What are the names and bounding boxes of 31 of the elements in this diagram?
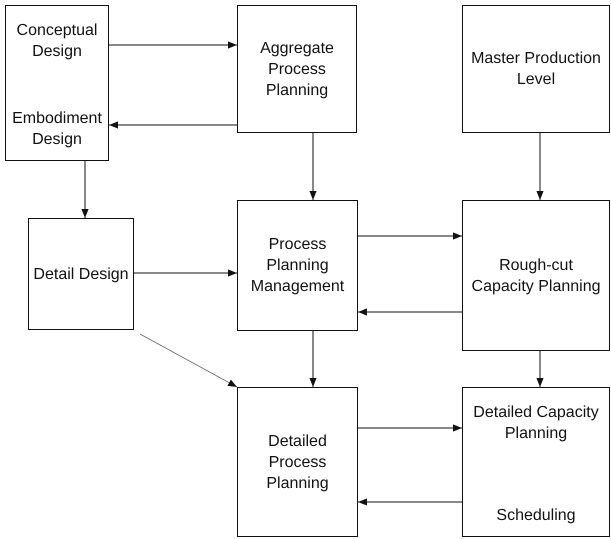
- arrow: [108, 121, 238, 129]
- arrow: [81, 160, 89, 218]
- arrow: [309, 330, 317, 388]
- arrow: [536, 132, 544, 200]
- box-label: Master Production Level: [470, 49, 602, 90]
- arrow: [358, 232, 462, 240]
- process-box: [237, 200, 358, 331]
- arrow: [358, 498, 462, 506]
- arrow: [358, 308, 462, 316]
- box-label: Conceptual Design: [16, 21, 98, 62]
- box-label: Rough-cut Capacity Planning: [470, 256, 602, 296]
- process-box: [462, 200, 610, 351]
- box-label: Detail Design: [33, 264, 129, 284]
- box-label: Detailed Capacity Planning: [472, 403, 600, 444]
- arrow: [140, 334, 238, 388]
- box-label: Detailed Process Planning: [265, 432, 330, 494]
- box-label: Process Planning Management: [250, 235, 346, 297]
- arrow: [108, 41, 238, 49]
- process-box: [462, 387, 610, 537]
- process-box: [237, 5, 357, 133]
- box-label: Aggregate Process Planning: [259, 38, 335, 100]
- box-label: Scheduling: [496, 506, 576, 526]
- process-box: [5, 5, 109, 161]
- box-label: Embodiment Design: [11, 109, 103, 150]
- arrow: [536, 350, 544, 388]
- process-box: [462, 5, 610, 133]
- process-box: [237, 387, 358, 537]
- arrow: [134, 269, 238, 277]
- arrow: [358, 424, 462, 432]
- process-box: [28, 218, 134, 330]
- arrow: [309, 132, 317, 200]
